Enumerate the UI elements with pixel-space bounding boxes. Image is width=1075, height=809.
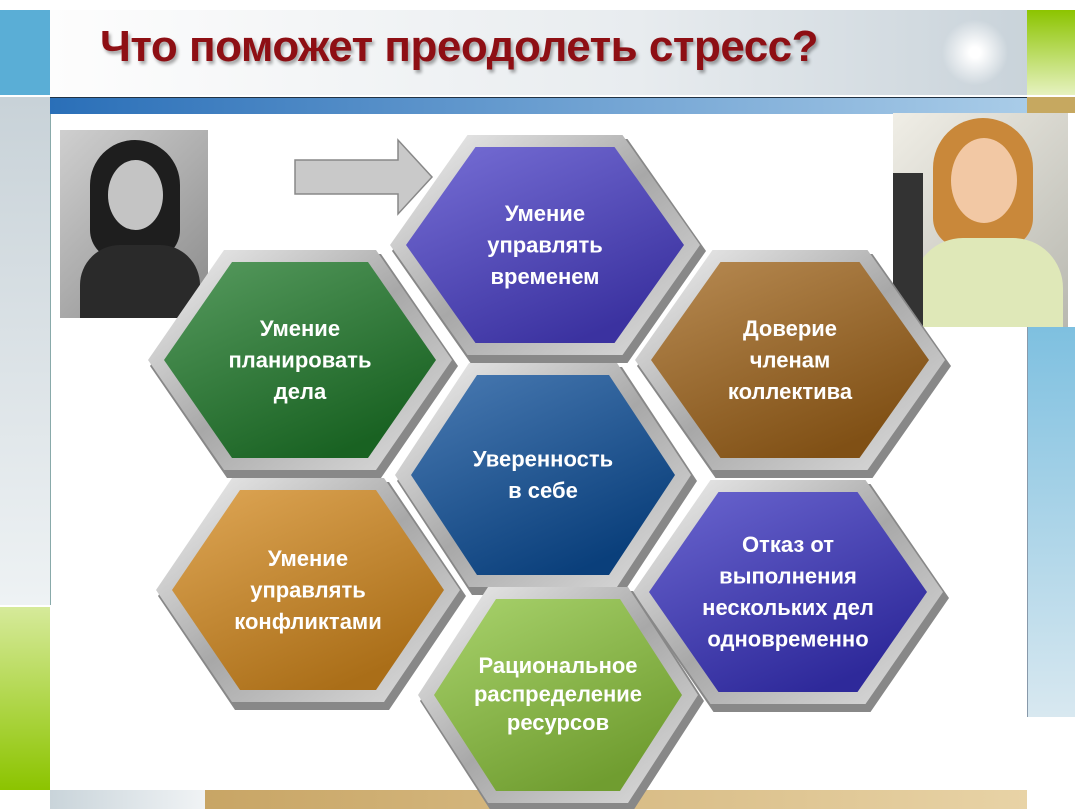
hexagon-label-line: Умение: [268, 546, 348, 571]
left-strip-green: [0, 607, 50, 790]
hexagon-fill: [172, 490, 444, 690]
hexagon-fill: [434, 599, 682, 791]
hexagon-label-line: Умение: [260, 316, 340, 341]
hexagon-label-line: членам: [750, 347, 831, 372]
hexagon-label-line: распределение: [474, 682, 642, 707]
hexagon-label-line: конфликтами: [234, 609, 381, 634]
hexagon-fill: [649, 492, 927, 692]
hexagon-label-line: Уверенность: [473, 447, 613, 472]
title-band: [50, 10, 1027, 95]
smiling-woman-photo: [893, 113, 1068, 327]
stressed-woman-photo: [60, 130, 208, 318]
hexagon-confidence: Уверенность в себе: [395, 363, 697, 595]
hexagon-time: Умение управлять временем: [390, 135, 706, 363]
hexagon-fill: [406, 147, 684, 343]
right-strip-green: [1027, 10, 1075, 95]
sparkle-decoration: [935, 15, 1015, 90]
hexagon-multitask: Отказ от выполнения нескольких дел одноврем…: [633, 480, 949, 712]
hexagon-label-line: Умение: [505, 201, 585, 226]
hexagon-label-line: Отказ от: [742, 532, 834, 557]
hexagon-label-line: коллектива: [728, 379, 853, 404]
right-strip-tan: [1027, 97, 1075, 113]
hexagon-label-line: временем: [491, 264, 600, 289]
slide-title: Что поможет преодолеть стресс?: [100, 22, 819, 71]
hexagon-label-line: нескольких дел: [702, 595, 874, 620]
hexagon-label-line: управлять: [487, 232, 603, 257]
header-bar: [50, 97, 1027, 114]
hexagon-resources: Рациональное распределение ресурсов: [418, 587, 704, 809]
left-strip-gray: [0, 97, 51, 605]
hexagon-label-line: Доверие: [743, 316, 837, 341]
hexagon-label-line: Рациональное: [478, 653, 637, 678]
arrow-icon: [294, 138, 434, 216]
left-strip-blue: [0, 10, 50, 95]
hexagon-label-line: планировать: [229, 347, 372, 372]
hexagon-label-line: дела: [274, 379, 327, 404]
hexagon-label-line: управлять: [250, 577, 366, 602]
hexagon-label-line: одновременно: [707, 627, 868, 652]
hexagon-label-line: в себе: [508, 478, 578, 503]
hexagon-planning: Умение планировать дела: [148, 250, 458, 478]
hexagon-fill: [411, 375, 675, 575]
hexagon-trust: Доверие членам коллектива: [635, 250, 951, 478]
hexagon-fill: [651, 262, 929, 458]
hexagon-conflicts: Умение управлять конфликтами: [156, 478, 466, 710]
hexagon-fill: [164, 262, 436, 458]
hexagon-label-line: выполнения: [719, 564, 857, 589]
right-strip-blue: [1027, 327, 1075, 717]
hexagon-label-line: ресурсов: [507, 710, 609, 735]
bottom-bar-gray: [50, 790, 205, 809]
